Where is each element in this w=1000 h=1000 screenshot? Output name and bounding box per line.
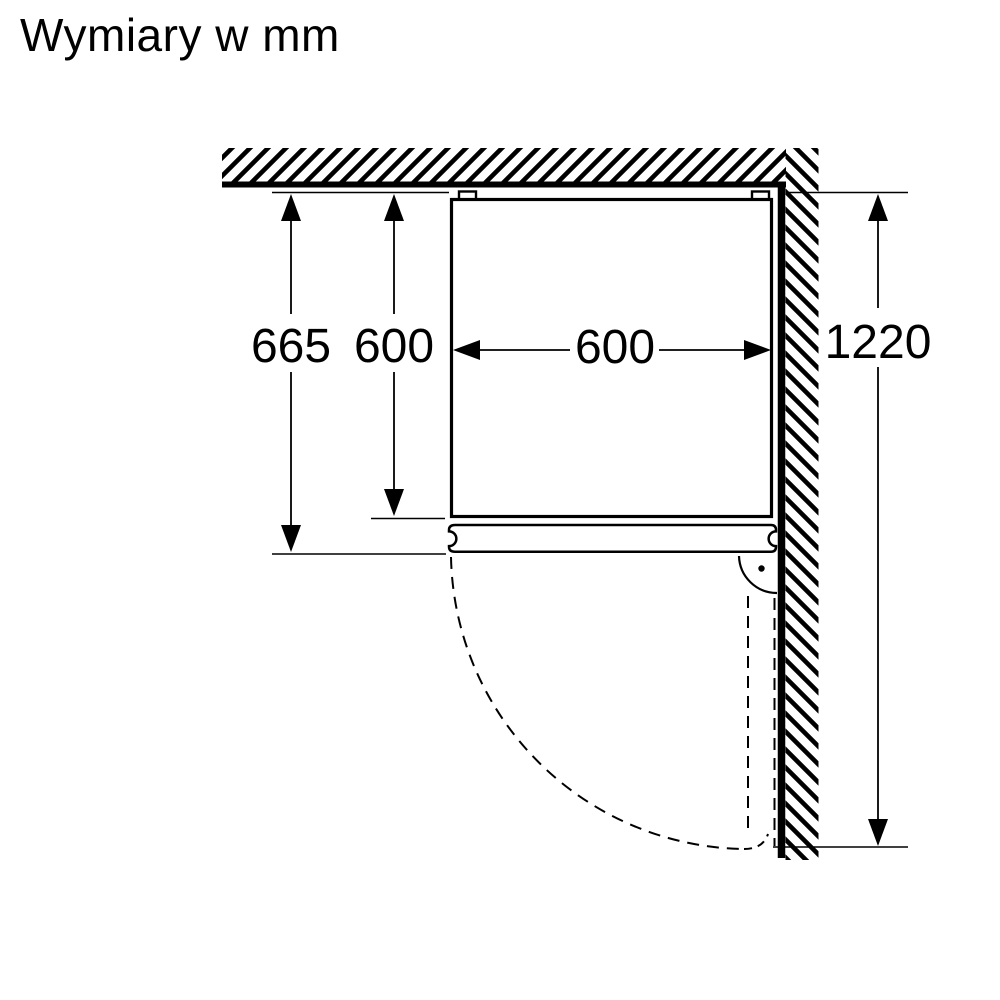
appliance-body: [447, 190, 778, 595]
cabinet-outline: [449, 197, 774, 519]
arrowhead-up: [384, 194, 404, 221]
door-swing: [450, 556, 776, 850]
hinge-arc: [737, 555, 778, 595]
dimension-label-depth-total: 665: [251, 320, 331, 373]
arrowhead-down: [384, 489, 404, 516]
wall-right-hatch: [785, 148, 819, 860]
dimension-label-wall-clearance: 1220: [825, 316, 932, 369]
dimension-wall-clearance: 1220: [825, 194, 932, 846]
arrowhead-right: [744, 340, 771, 360]
door-slab: [447, 523, 778, 554]
wall-top-hatch: [222, 148, 786, 182]
dimension-depth-body: 600: [354, 194, 434, 516]
door-swing-arc: [450, 556, 742, 850]
dimension-depth-total: 665: [251, 194, 331, 552]
dimension-label-depth-body: 600: [354, 320, 434, 373]
wall-top: [222, 148, 786, 188]
dimension-width: 600: [453, 321, 771, 374]
wall-right: [777, 148, 819, 860]
hinge-pivot-dot: [758, 565, 765, 572]
arrowhead-left: [453, 340, 480, 360]
arrowhead-up: [281, 194, 301, 221]
page-title: Wymiary w mm: [20, 9, 340, 61]
extension-lines: [272, 191, 908, 848]
arrowhead-down: [281, 525, 301, 552]
arrowhead-up: [868, 194, 888, 221]
arrowhead-down: [868, 819, 888, 846]
open-door-bottom-hook: [743, 833, 769, 850]
dimension-label-width: 600: [575, 321, 655, 374]
